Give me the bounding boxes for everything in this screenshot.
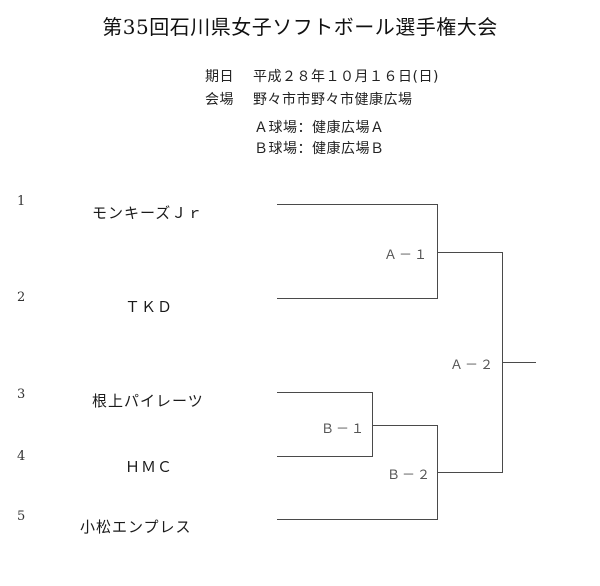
team-name-2: ＴＫＤ: [125, 298, 174, 316]
team-name-1: モンキーズＪｒ: [92, 204, 204, 222]
venue-label: 会場: [205, 92, 234, 108]
bracket-line-b2-connector: [437, 472, 503, 473]
bracket-line-a1-vertical: [437, 204, 438, 299]
date-label: 期日: [205, 69, 234, 85]
match-label-b1: Ｂ－１: [321, 422, 367, 437]
team-name-3: 根上パイレーツ: [92, 392, 204, 410]
bracket-line-a1-connector: [437, 252, 503, 253]
venue-value: 野々市市野々市健康広場: [253, 92, 413, 108]
bracket-line-team5: [277, 519, 438, 520]
match-label-b2: Ｂ－２: [387, 468, 433, 483]
seed-2: 2: [17, 290, 26, 305]
seed-4: 4: [17, 449, 26, 464]
match-label-a2: Ａ－２: [450, 358, 496, 373]
bracket-line-team3: [277, 392, 373, 393]
field-b-info: Ｂ球場：健康広場Ｂ: [254, 141, 385, 157]
team-name-4: ＨＭＣ: [125, 458, 174, 476]
bracket-line-team4: [277, 456, 373, 457]
bracket-line-b1-vertical: [372, 392, 373, 457]
seed-1: 1: [17, 194, 26, 209]
date-value: 平成２８年１０月１６日(日): [253, 69, 439, 85]
tournament-title: 第35回石川県女子ソフトボール選手権大会: [102, 15, 498, 39]
match-label-a1: Ａ－１: [384, 248, 430, 263]
seed-3: 3: [17, 387, 26, 402]
seed-5: 5: [17, 509, 26, 524]
field-a-info: Ａ球場：健康広場Ａ: [254, 120, 385, 136]
bracket-line-team1: [277, 204, 438, 205]
bracket-line-b1-connector: [372, 425, 438, 426]
team-name-5: 小松エンプレス: [80, 518, 192, 536]
bracket-line-team2: [277, 298, 438, 299]
bracket-line-final: [502, 362, 536, 363]
